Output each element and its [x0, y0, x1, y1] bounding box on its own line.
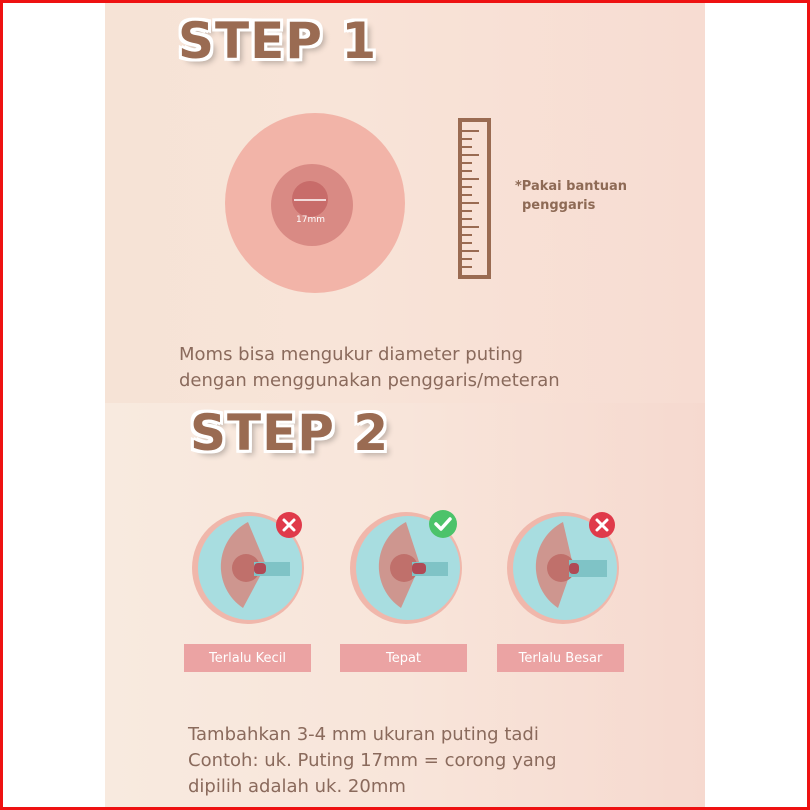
nipple-measure-illustration [225, 113, 405, 293]
flange-too-small-illustration [192, 512, 304, 624]
step2-desc-line3: dipilih adalah uk. 20mm [188, 776, 406, 797]
step2-desc-line1: Tambahkan 3-4 mm ukuran puting tadi [188, 724, 539, 745]
ruler-note-line2: penggaris [522, 198, 596, 213]
option-label-too-small: Terlalu Kecil [184, 644, 311, 672]
option-label-too-large: Terlalu Besar [497, 644, 624, 672]
x-icon [589, 512, 615, 538]
content-panel [105, 3, 705, 807]
flange-correct-illustration [350, 512, 462, 624]
ruler-note-line1: *Pakai bantuan [515, 179, 627, 194]
check-icon [429, 510, 457, 538]
step1-desc-line2: dengan menggunakan penggaris/meteran [179, 370, 560, 391]
option-label-correct: Tepat [340, 644, 467, 672]
ruler-icon [458, 118, 491, 279]
step2-desc-line2: Contoh: uk. Puting 17mm = corong yang [188, 750, 557, 771]
step1-desc-line1: Moms bisa mengukur diameter puting [179, 344, 524, 365]
x-icon [276, 512, 302, 538]
step2-title: STEP 2 [190, 404, 390, 462]
measure-label: 17mm [296, 215, 325, 225]
flange-too-large-illustration [507, 512, 619, 624]
step1-title: STEP 1 [178, 12, 378, 70]
